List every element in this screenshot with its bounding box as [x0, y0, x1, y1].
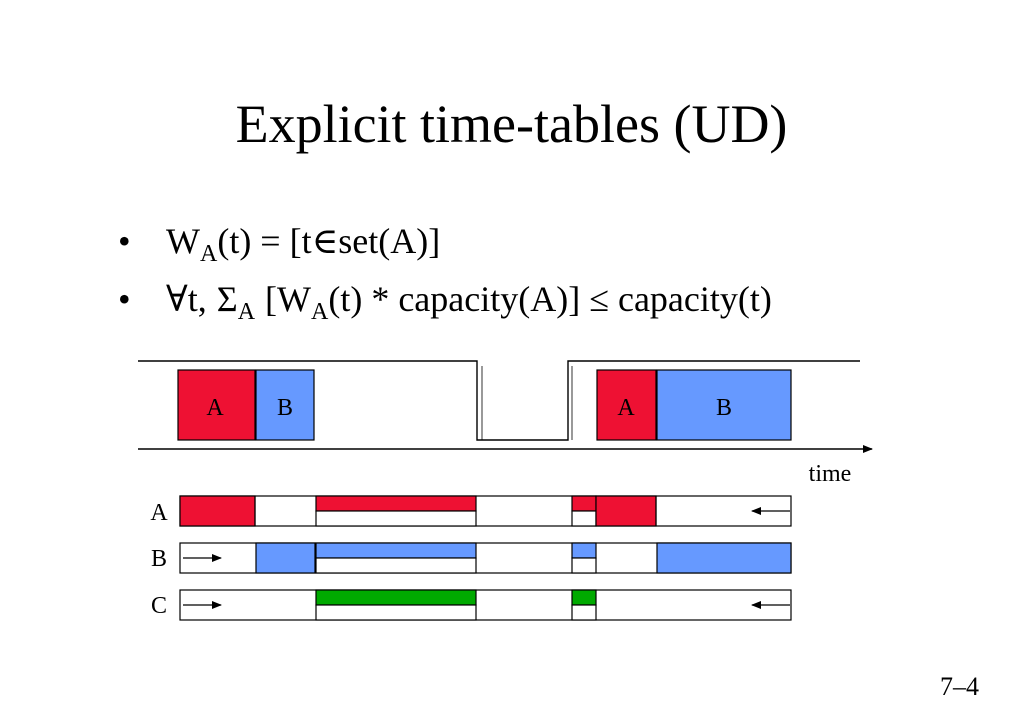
row-a-track [179, 495, 792, 527]
row-b-segment-4 [656, 542, 792, 574]
row-b-segment-1 [255, 542, 316, 574]
row-c-track [179, 589, 792, 621]
bullet-marker: • [118, 221, 131, 261]
block-b-second-label: B [716, 395, 732, 421]
w-subscript: A [311, 299, 329, 325]
sigma-subscript: A [237, 299, 256, 325]
row-b-segment-2-empty [315, 557, 477, 574]
w-symbol: W [166, 221, 200, 261]
row-b-segment-2 [315, 542, 477, 559]
row-c-segment-2 [571, 589, 597, 606]
block-a-first-label: A [206, 395, 224, 421]
w-subscript: A [199, 241, 218, 267]
row-a-segment-1 [179, 495, 256, 527]
block-b-first-label: B [277, 395, 293, 421]
bullet-formula-2: ∀t,ΣA[WA(t) * capacity(A)] ≤ capacity(t) [166, 270, 772, 328]
row-a-segment-3 [571, 495, 597, 512]
time-axis-label: time [809, 461, 852, 487]
forall-term: ∀t, [166, 279, 207, 319]
sigma-symbol: Σ [216, 279, 238, 319]
block-a-second [596, 369, 657, 441]
row-c-label: C [151, 593, 167, 619]
row-b-label: B [151, 546, 167, 572]
row-a-label: A [150, 500, 168, 526]
capacity-profile-line [138, 360, 860, 441]
block-a-second-label: A [617, 395, 635, 421]
bullet-formula-1: WA(t) = [t∈set(A)] [166, 212, 440, 270]
formula-2-rest: (t) * capacity(A)] ≤ capacity(t) [328, 279, 772, 319]
block-b-first [255, 369, 315, 441]
row-a-segment-4 [595, 495, 657, 527]
block-b-second [656, 369, 792, 441]
formula-1-rest: (t) = [t∈set(A)] [217, 221, 441, 261]
w-open: [W [265, 279, 311, 319]
row-a-segment-2 [315, 495, 477, 512]
row-a-segment-3-empty [571, 510, 597, 527]
row-c-segment-1-empty [315, 604, 477, 621]
row-b-segment-3 [571, 542, 597, 559]
row-c-segment-1 [315, 589, 477, 606]
row-c-segment-2-empty [571, 604, 597, 621]
bullet-marker: • [118, 279, 131, 319]
row-b-segment-3-empty [571, 557, 597, 574]
slide-title: Explicit time-tables (UD) [235, 94, 788, 154]
page-number: 7–4 [940, 672, 979, 701]
row-a-segment-2-empty [315, 510, 477, 527]
block-a-first [177, 369, 256, 441]
